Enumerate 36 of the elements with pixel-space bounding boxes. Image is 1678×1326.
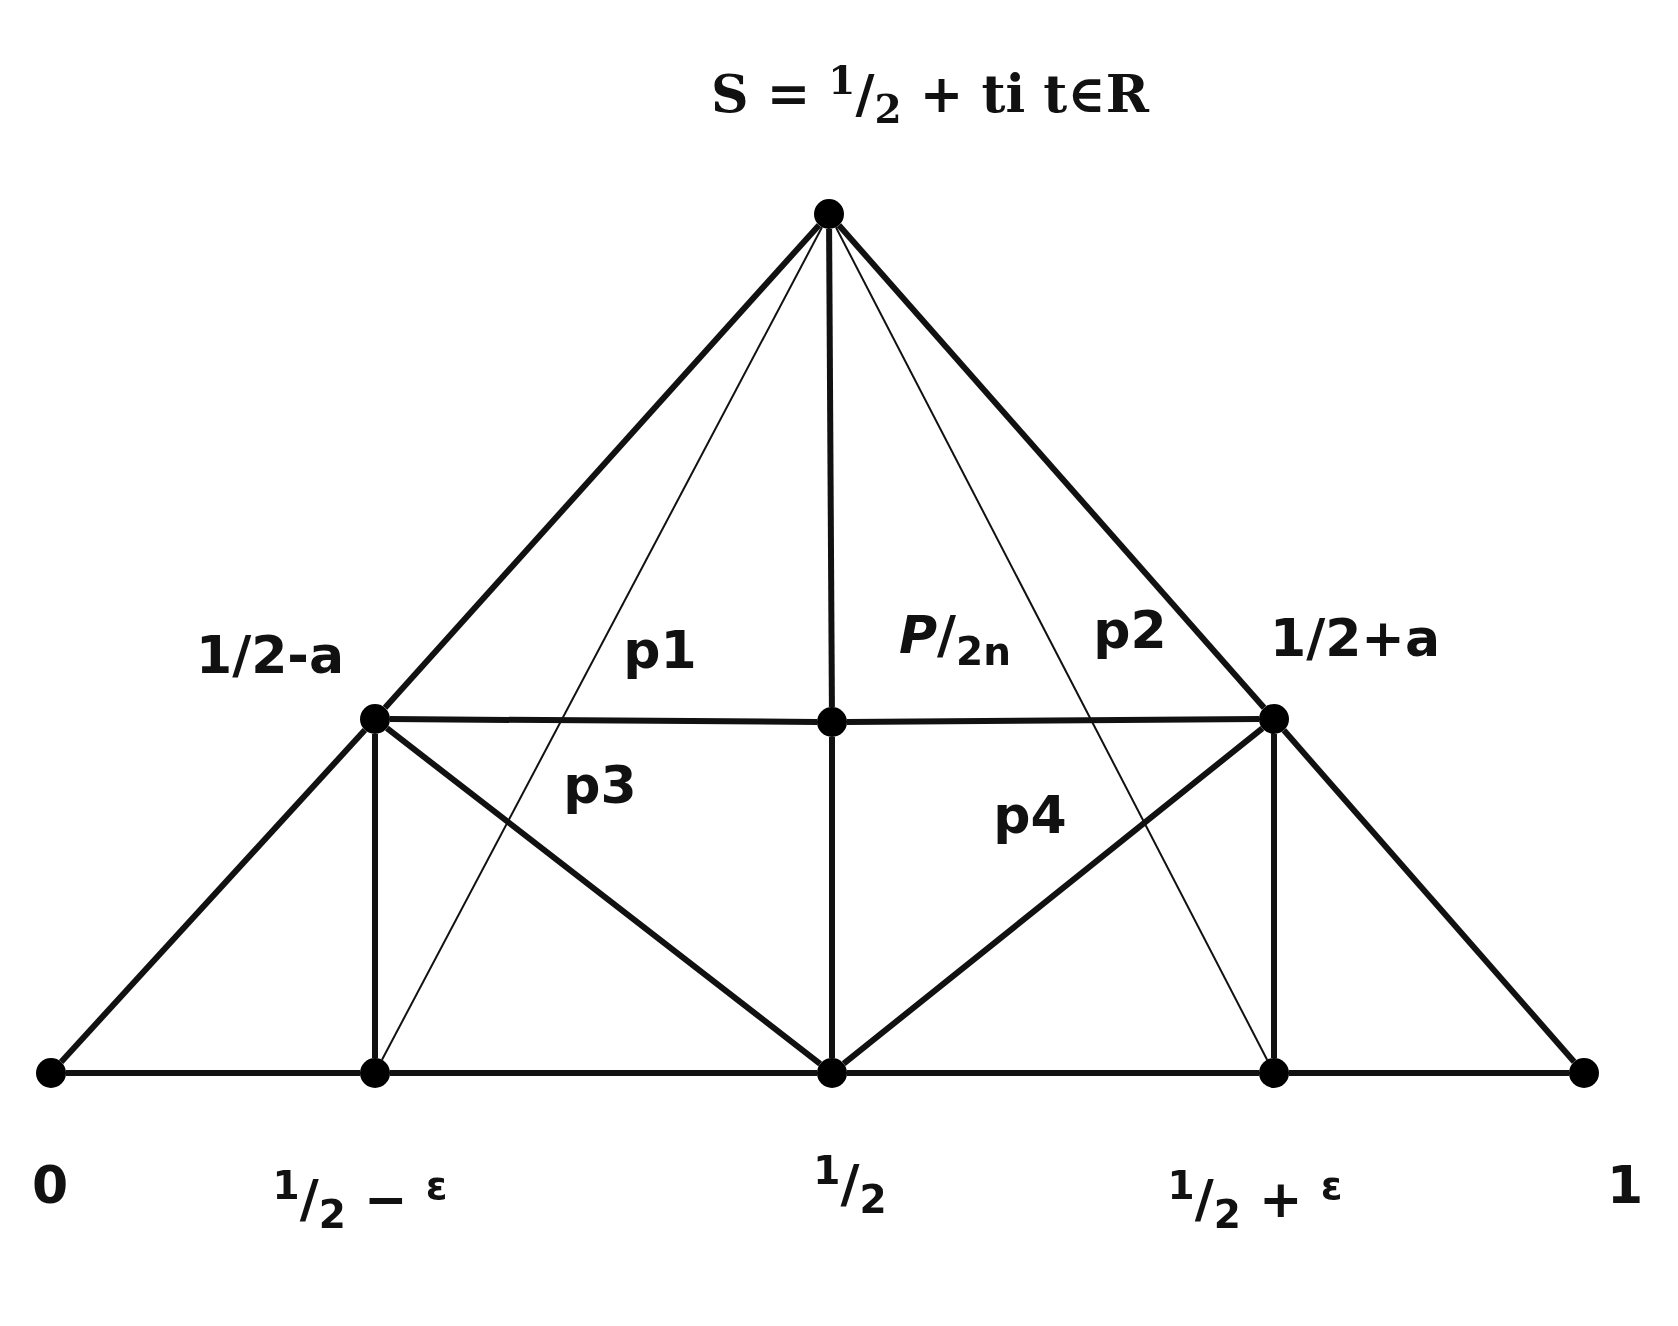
line-segment <box>58 728 368 1064</box>
point-dot <box>360 1058 390 1088</box>
line-segment <box>372 734 378 1058</box>
line-segment <box>829 737 835 1058</box>
thin-line <box>834 226 1269 1061</box>
line-segment <box>836 223 1267 710</box>
point-label: 1/2+a <box>1270 612 1440 664</box>
point-dot <box>817 1058 847 1088</box>
thin-line <box>381 226 823 1061</box>
line-segment <box>390 1070 817 1076</box>
line-segment <box>1289 1070 1569 1076</box>
point-dot <box>817 707 847 737</box>
line-segment <box>1271 734 1277 1058</box>
line-segment <box>846 716 1260 725</box>
point-label: S = $^{1}$/$_{2}$ + ti t∈R <box>711 60 1149 130</box>
line-segment <box>841 726 1265 1066</box>
point-dot <box>1259 1058 1289 1088</box>
point-dot <box>1259 704 1289 734</box>
point-label: $^{1}$/$_{2}$ <box>813 1150 887 1220</box>
line-segment <box>66 1070 360 1076</box>
line-segment <box>826 229 835 707</box>
line-segment <box>385 725 822 1067</box>
point-dot <box>36 1058 66 1088</box>
region-label: P/$_{2n}$ <box>899 609 1011 671</box>
point-label: 1 <box>1606 1159 1644 1211</box>
line-segment <box>382 223 822 710</box>
point-dot <box>1569 1058 1599 1088</box>
line-segment <box>1281 728 1577 1064</box>
line-segment <box>847 1070 1259 1076</box>
point-label: 0 <box>31 1159 69 1211</box>
line-segment <box>389 716 818 725</box>
point-dot <box>814 199 844 229</box>
point-label: 1/2-a <box>196 629 344 681</box>
point-label: $^{1}$/$_{2}$ − $^{ε}$ <box>272 1165 448 1235</box>
point-label: $^{1}$/$_{2}$ + $^{ε}$ <box>1167 1165 1343 1235</box>
point-dot <box>360 704 390 734</box>
